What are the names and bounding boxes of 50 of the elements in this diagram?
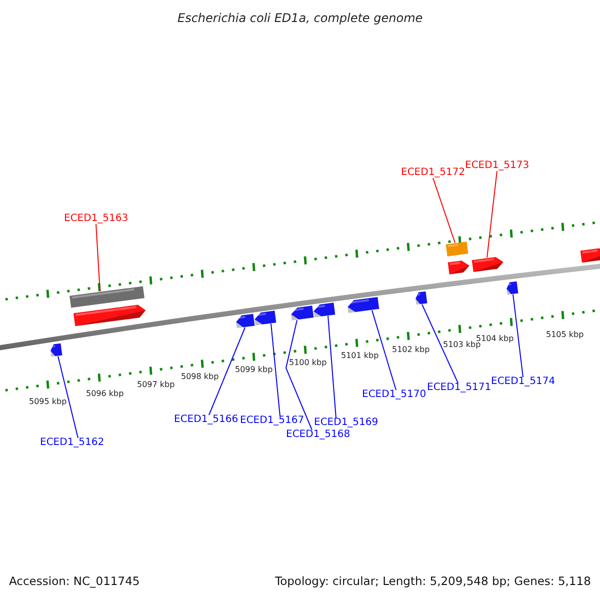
scale-label: 5096 kbp	[86, 390, 124, 398]
gene-label: ECED1_5166	[174, 415, 238, 425]
gene-label: ECED1_5171	[427, 383, 492, 393]
gene-feature	[348, 297, 380, 313]
leader-line	[422, 304, 458, 384]
gene-label: ECED1_5167	[240, 416, 304, 426]
accession-label: Accession: NC_011745	[9, 576, 140, 588]
leader-line	[285, 320, 312, 430]
scale-label: 5105 kbp	[546, 331, 584, 339]
gene-feature	[291, 306, 314, 320]
gene-feature	[448, 260, 470, 274]
scale-label: 5098 kbp	[181, 373, 219, 381]
leader-line	[512, 294, 524, 378]
gene-feature	[472, 256, 504, 272]
gene-label: ECED1_5174	[491, 377, 556, 387]
scale-label: 5097 kbp	[137, 381, 175, 389]
gene-box	[70, 286, 144, 308]
gene-feature	[580, 248, 600, 263]
leader-line	[432, 178, 456, 244]
gene-feature	[416, 291, 428, 305]
leader-line	[486, 170, 498, 258]
leader-line	[208, 327, 246, 416]
scale-label: 5104 kbp	[476, 335, 514, 343]
gene-label: ECED1_5162	[40, 438, 104, 448]
scale-label: 5102 kbp	[392, 346, 430, 354]
gene-label: ECED1_5169	[314, 418, 378, 428]
gene-feature	[254, 310, 276, 326]
gene-feature	[236, 314, 255, 328]
gene-feature	[73, 304, 146, 326]
scale-label: 5101 kbp	[341, 352, 379, 360]
genome-info-label: Topology: circular; Length: 5,209,548 bp; Genes: 5,118	[275, 576, 591, 588]
gene-label: ECED1_5170	[362, 390, 426, 400]
scale-label: 5100 kbp	[289, 359, 327, 367]
gene-feature	[50, 343, 62, 357]
scale-label: 5103 kbp	[443, 341, 481, 349]
diagram-title: Escherichia coli ED1a, complete genome	[178, 12, 423, 24]
scale-label: 5099 kbp	[235, 366, 273, 374]
gene-label: ECED1_5173	[465, 161, 530, 171]
leader-line	[328, 315, 336, 418]
gene-box	[446, 242, 468, 256]
leader-line	[270, 323, 280, 416]
gene-label: ECED1_5168	[286, 430, 350, 440]
gene-feature	[314, 302, 336, 318]
scale-label: 5095 kbp	[29, 398, 67, 406]
leader-line	[96, 224, 100, 292]
leader-line	[372, 310, 396, 390]
gene-label: ECED1_5163	[64, 214, 128, 224]
leader-line	[58, 356, 78, 438]
gene-feature	[506, 281, 518, 295]
gene-label: ECED1_5172	[401, 168, 466, 178]
